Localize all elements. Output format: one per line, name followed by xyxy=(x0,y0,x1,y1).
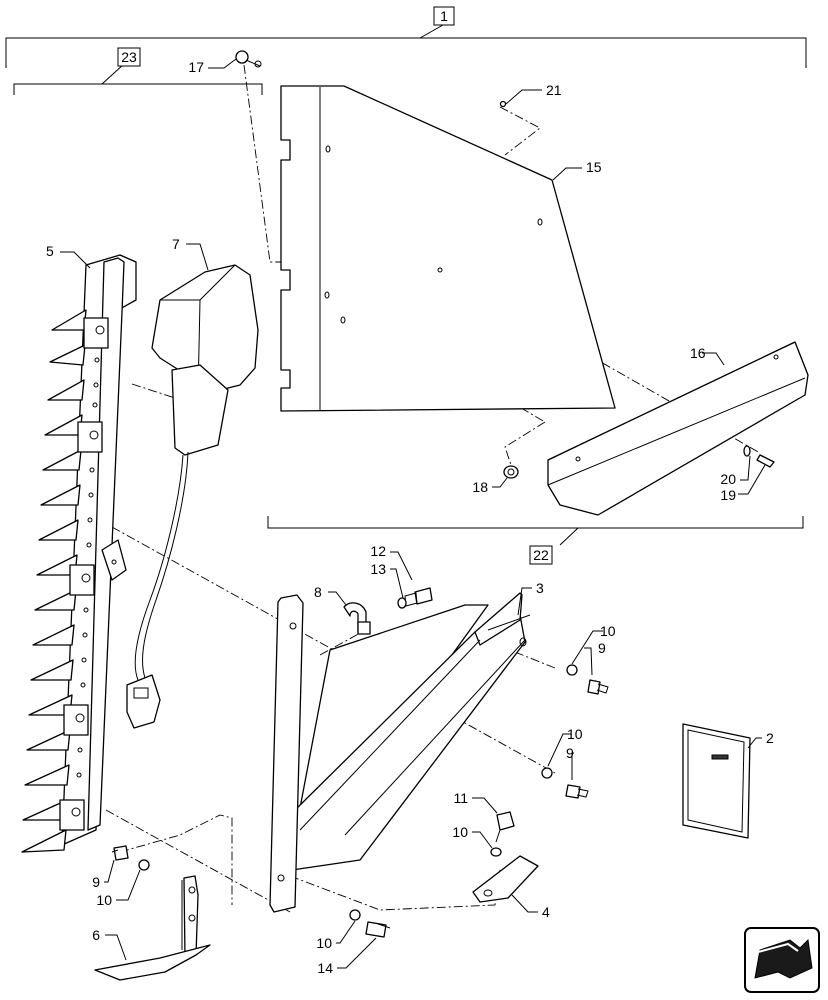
clip-part-8 xyxy=(343,602,371,635)
callout-23: 23 xyxy=(121,49,137,65)
callout-15: 15 xyxy=(586,159,602,175)
callout-5: 5 xyxy=(46,243,54,259)
callout-6: 6 xyxy=(92,927,100,943)
leader-lines xyxy=(60,58,766,969)
bolt-part-11 xyxy=(490,811,515,857)
callout-labels: 1 23 22 17 21 15 16 18 20 19 5 7 3 8 12 … xyxy=(46,6,774,976)
cutter-holes xyxy=(76,357,100,778)
callout-13: 13 xyxy=(370,561,386,577)
group-bracket-1 xyxy=(5,24,807,68)
shoe-part-6 xyxy=(94,875,211,981)
side-panel-part-15 xyxy=(280,85,616,412)
callout-21: 21 xyxy=(546,82,562,98)
frame-strap xyxy=(269,594,304,913)
callout-10-b: 10 xyxy=(567,726,583,742)
next-arrow-icon[interactable] xyxy=(744,927,820,993)
angle-bracket-part-16 xyxy=(547,341,809,516)
callout-8: 8 xyxy=(314,584,322,600)
callout-2: 2 xyxy=(766,730,774,746)
callout-box-22 xyxy=(529,545,553,565)
callout-3: 3 xyxy=(536,580,544,596)
callout-18: 18 xyxy=(472,479,488,495)
callout-10-d: 10 xyxy=(96,892,112,908)
rivet-part-21 xyxy=(499,100,507,108)
callout-7: 7 xyxy=(172,236,180,252)
bolt-part-9-left xyxy=(111,845,150,871)
callout-14: 14 xyxy=(317,960,333,976)
screw-part-19-20 xyxy=(743,445,775,468)
callout-1: 1 xyxy=(440,8,448,24)
cutter-clamps xyxy=(59,317,109,831)
callout-box-1 xyxy=(433,6,455,26)
callout-9-a: 9 xyxy=(598,640,606,656)
callout-22: 22 xyxy=(533,547,549,563)
manual-part-2 xyxy=(682,723,751,839)
callout-19: 19 xyxy=(720,487,736,503)
callout-12: 12 xyxy=(370,543,386,559)
callout-20: 20 xyxy=(720,471,736,487)
callout-10-a: 10 xyxy=(600,623,616,639)
bolt-part-9-lower xyxy=(541,767,589,799)
bolt-part-9-upper xyxy=(566,664,609,695)
callout-box-23 xyxy=(117,47,141,67)
cutter-teeth xyxy=(21,309,87,853)
callout-10-c: 10 xyxy=(452,824,468,840)
frame-assembly-part-3 xyxy=(289,592,531,871)
callout-9-b: 9 xyxy=(566,745,574,761)
callout-9-c: 9 xyxy=(92,874,100,890)
callout-17: 17 xyxy=(188,59,204,75)
callout-4: 4 xyxy=(542,904,550,920)
cutter-bar-part-5 xyxy=(21,254,137,853)
bolt-part-14 xyxy=(349,909,391,938)
motor-part-7 xyxy=(126,264,259,729)
grommet-part-18 xyxy=(503,465,519,479)
callout-11: 11 xyxy=(453,790,468,806)
bracket-part-4 xyxy=(472,855,539,903)
bolt-part-17 xyxy=(235,50,262,68)
callout-10-e: 10 xyxy=(316,935,332,951)
group-bracket-22 xyxy=(267,516,804,546)
callout-16: 16 xyxy=(690,345,706,361)
bolt-part-12 xyxy=(404,587,433,607)
washer-part-13 xyxy=(397,597,407,609)
group-bracket-23 xyxy=(13,63,263,95)
